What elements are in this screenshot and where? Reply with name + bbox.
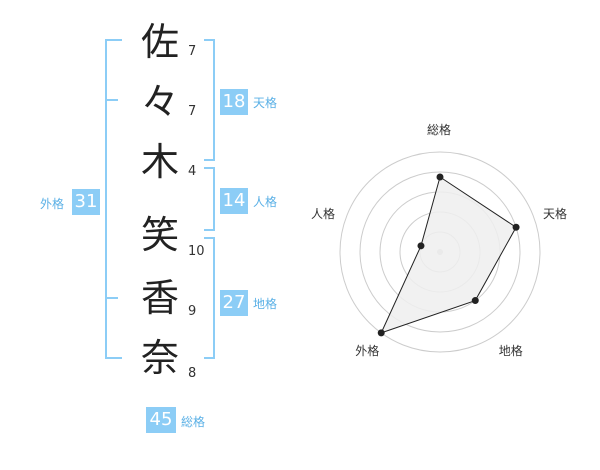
radar-point-1 — [436, 173, 444, 181]
radar-point-2 — [512, 223, 520, 231]
stroke-count-3: 4 — [188, 164, 197, 179]
tenkaku-value: 18 — [220, 89, 248, 115]
name-char-4: 笑 — [140, 213, 179, 257]
name-char-1: 佐 — [140, 20, 179, 64]
chikaku-value: 27 — [220, 290, 248, 316]
radar-axis-label-4: 外格 — [355, 343, 380, 358]
chikaku-label: 地格 — [253, 297, 278, 311]
stroke-count-6: 8 — [188, 366, 197, 381]
radar-point-5 — [417, 242, 425, 250]
radar-ring — [339, 151, 541, 353]
name-char-5: 香 — [140, 276, 179, 320]
name-char-6: 奈 — [140, 336, 179, 380]
radar-point-4 — [377, 329, 385, 337]
stroke-count-5: 9 — [188, 304, 197, 319]
gaikaku-label: 外格 — [40, 197, 65, 211]
name-char-3: 木 — [140, 140, 179, 184]
gaikaku-value: 31 — [72, 189, 100, 215]
stroke-count-2: 7 — [188, 104, 197, 119]
tenkaku-label: 天格 — [253, 96, 278, 110]
radar-axis-label-5: 人格 — [310, 207, 335, 222]
radar-axis-label-3: 地格 — [498, 343, 523, 358]
jinkaku-label: 人格 — [253, 195, 278, 209]
soukaku-value: 45 — [146, 407, 176, 433]
stroke-count-1: 7 — [188, 44, 197, 59]
radar-series-area — [380, 176, 517, 334]
radar-axis-label-1: 総格 — [427, 123, 452, 137]
name-char-2: 々 — [140, 80, 179, 124]
radar-axis-label-2: 天格 — [543, 207, 568, 222]
soukaku-label: 総格 — [181, 415, 206, 429]
radar-ring — [359, 171, 521, 333]
radar-point-3 — [471, 297, 479, 305]
stroke-count-4: 10 — [188, 244, 205, 259]
jinkaku-value: 14 — [220, 188, 248, 214]
